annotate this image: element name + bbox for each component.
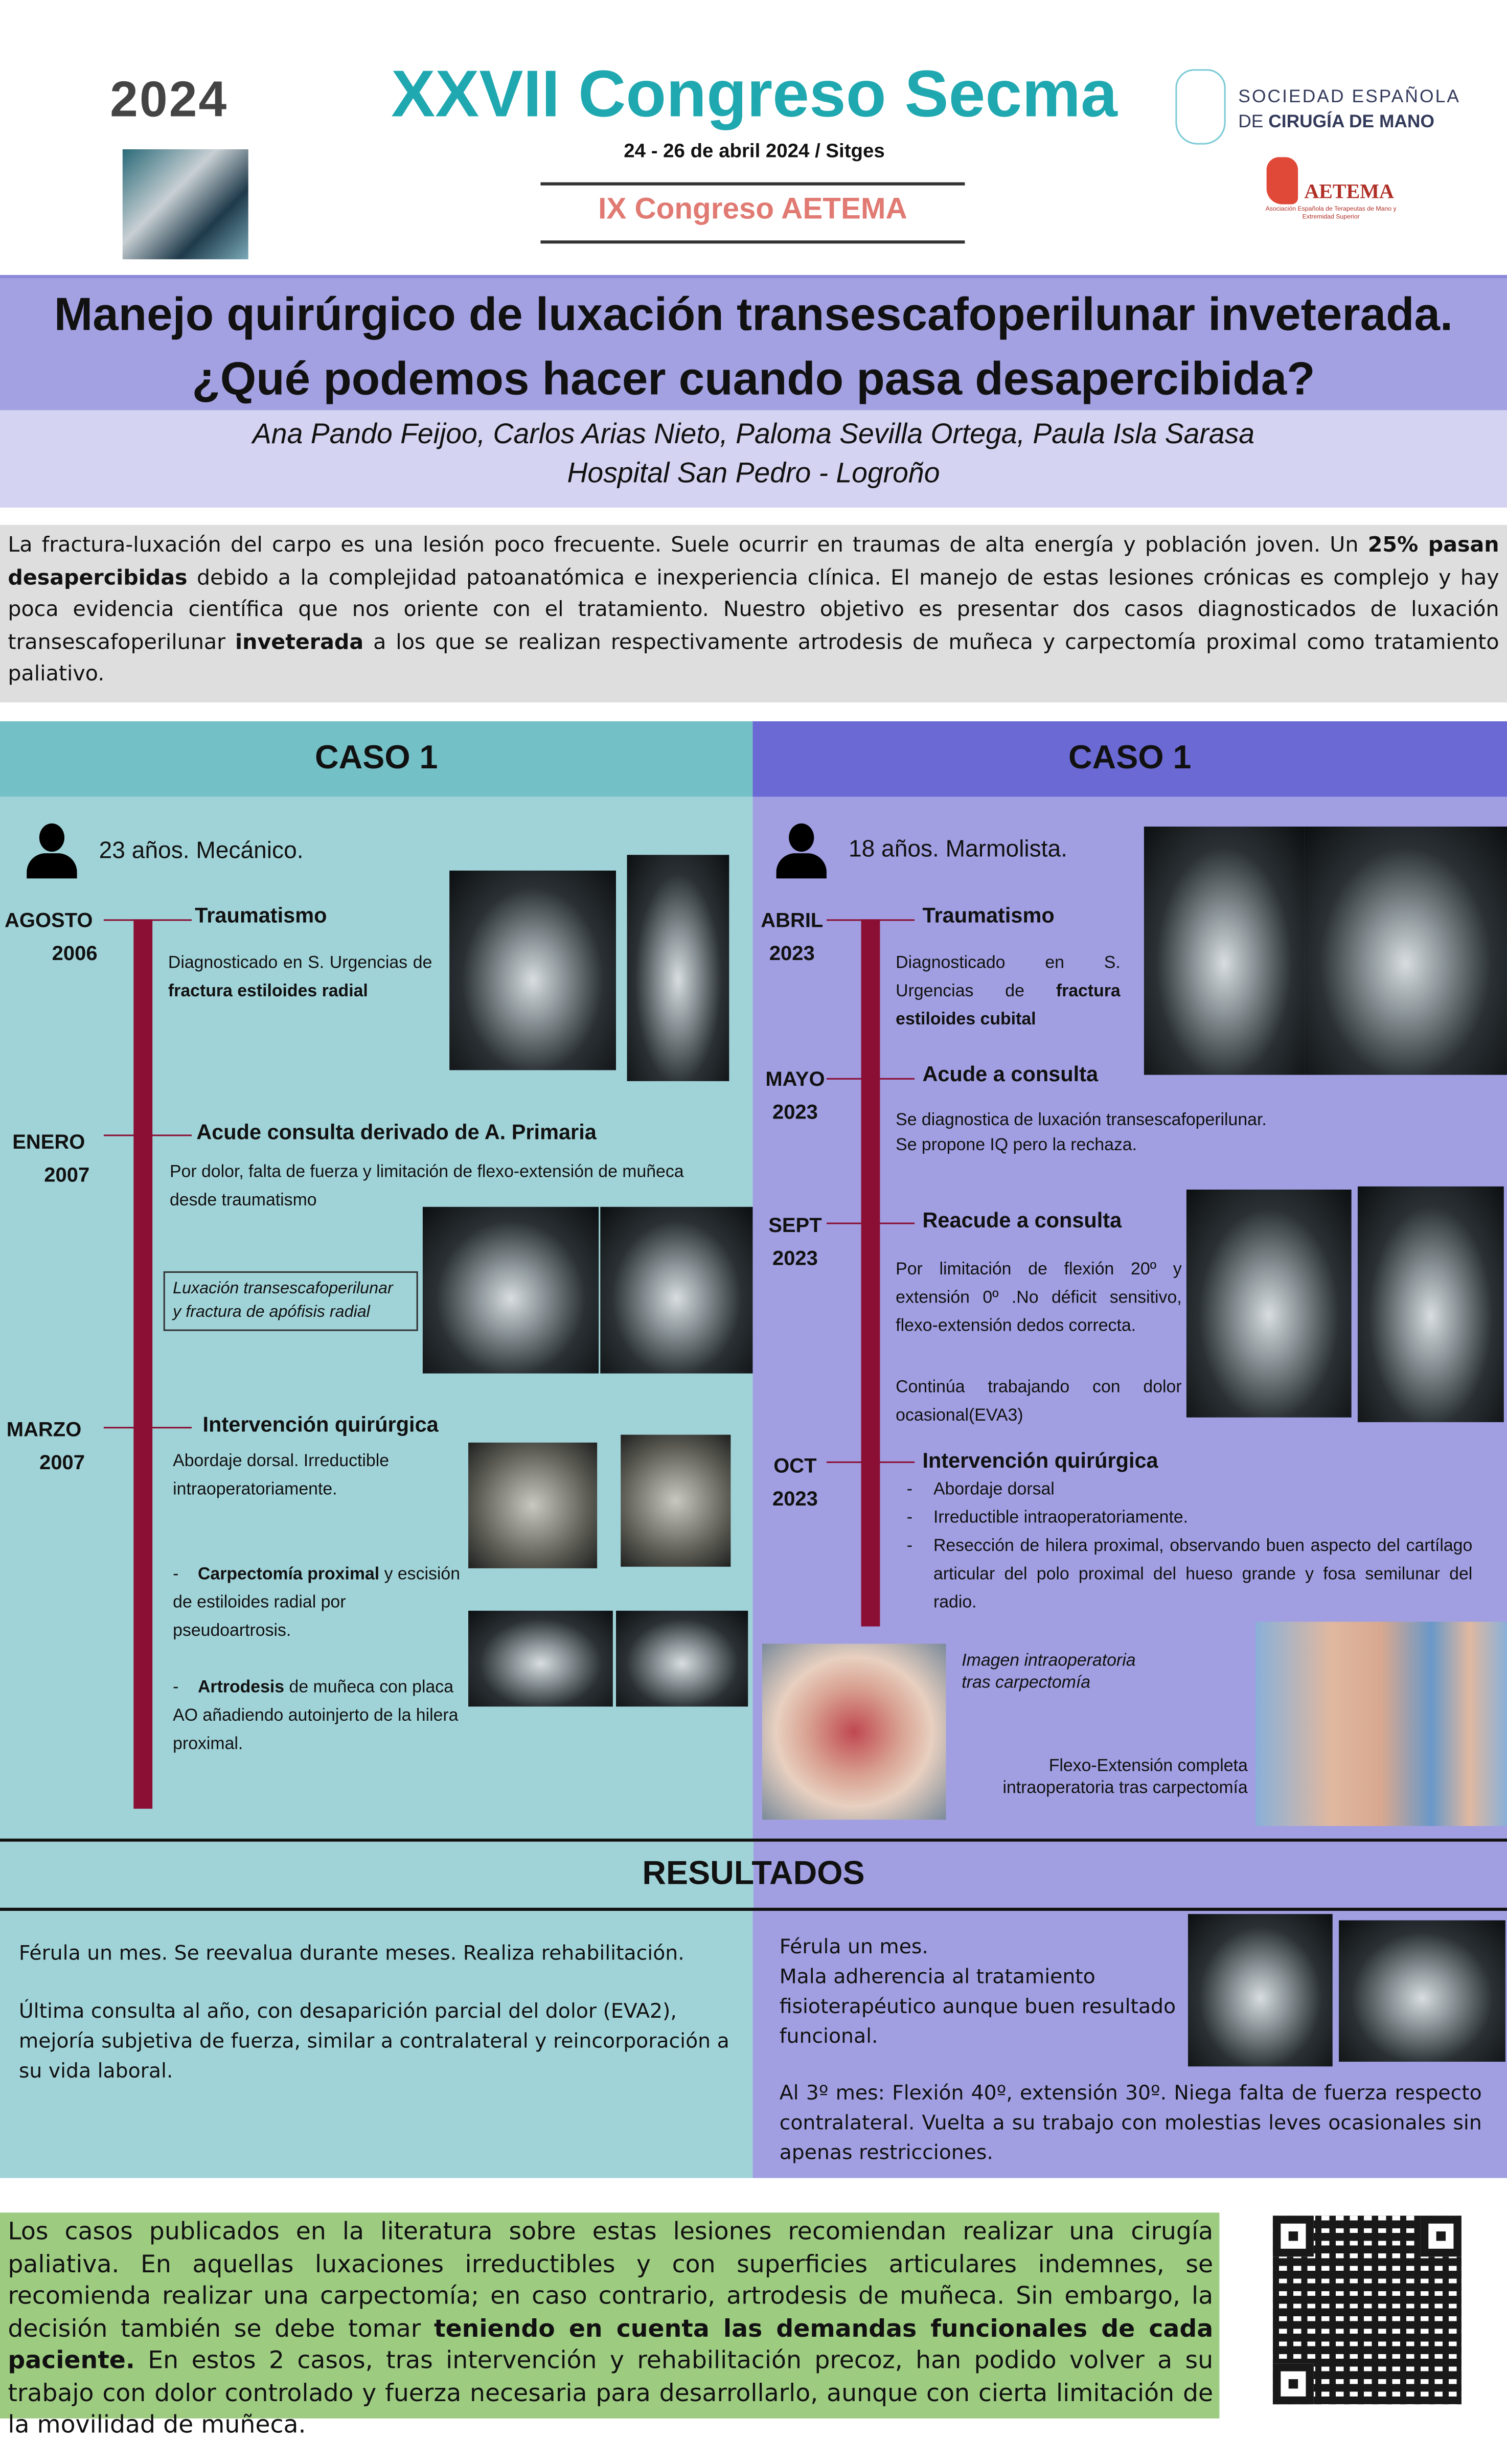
authors-band [0, 410, 1507, 508]
results-left-text: Férula un mes. Se reevalua durante meses… [18, 1942, 729, 2084]
xray-image [422, 1206, 599, 1374]
conclusion-box: Los casos publicados en la literatura so… [0, 2212, 1220, 2439]
fluoroscopy-image [468, 1442, 598, 1568]
xray-image [1357, 1186, 1504, 1422]
xray-image [449, 870, 616, 1070]
case2-event-title: Intervención quirúrgica [922, 1449, 1158, 1473]
case1-patient: 23 años. Mecánico. [99, 837, 304, 864]
xray-image [1144, 826, 1305, 1075]
timeline-tick [826, 1222, 915, 1224]
timeline-tick [826, 1078, 915, 1080]
case2-event-title: Acude a consulta [922, 1062, 1099, 1086]
divider [540, 182, 965, 186]
congress-title: XXVII Congreso Secma [391, 56, 1117, 131]
aetema-hand-icon [1266, 157, 1298, 204]
flexion-extension-photo [1255, 1622, 1507, 1826]
congress-dates: 24 - 26 de abril 2024 / Sitges [624, 140, 885, 162]
case2-patient: 18 años. Marmolista. [848, 836, 1067, 863]
aetema-logo: AETEMA [1304, 179, 1394, 203]
case2-bullet: -Irreductible intraoperatoriamente. [906, 1509, 1189, 1527]
case1-event-title: Intervención quirúrgica [202, 1412, 439, 1436]
patient-icon [776, 823, 827, 879]
case2-header: CASO 1 [752, 721, 1507, 797]
timeline-tick [826, 1461, 915, 1463]
case2-event-text: Por limitación de flexión 20º y extensió… [896, 1260, 1182, 1336]
case2-event-text: Se diagnostica de luxación transescafope… [896, 1111, 1267, 1155]
case1-event-title: Acude consulta derivado de A. Primaria [196, 1120, 597, 1144]
xray-image [616, 1610, 748, 1707]
patient-icon [27, 823, 77, 879]
results-right-text-top: Férula un mes.Mala adherencia al tratami… [779, 1936, 1176, 2049]
sub-congress: IX Congreso AETEMA [598, 193, 907, 226]
case2-timeline [861, 919, 880, 1627]
case2-bullet: -Resección de hilera proximal, observand… [906, 1537, 1473, 1612]
qr-code[interactable] [1272, 2216, 1462, 2405]
title-band [0, 275, 1507, 414]
case1-event-text: Por dolor, falta de fuerza y limitación … [169, 1162, 684, 1210]
secma-logo-text: SOCIEDAD ESPAÑOLA DE CIRUGÍA DE MANO [1238, 88, 1460, 132]
aetema-subtitle: Asociación Española de Terapeutas de Man… [1265, 204, 1397, 220]
timeline-tick [826, 919, 915, 921]
case2-event-text: Continúa trabajando con dolor ocasional(… [896, 1378, 1182, 1426]
congress-2024-logo: 2024 [110, 71, 259, 260]
results-header: RESULTADOS [0, 1841, 1507, 1908]
timeline-tick [103, 1134, 192, 1136]
xray-image [1339, 1920, 1505, 2062]
case1-event-text: Abordaje dorsal. Irreductible intraopera… [173, 1452, 390, 1499]
xray-image [1186, 1190, 1352, 1418]
results-right-text-bottom: Al 3º mes: Flexión 40º, extensión 30º. N… [779, 2082, 1482, 2165]
xray-image [600, 1206, 753, 1374]
case1-item: - Carpectomía proximal y escisión de est… [173, 1565, 461, 1641]
case1-item: - Artrodesis de muñeca con placa AO añad… [173, 1678, 459, 1754]
case2-event-title: Traumatismo [922, 903, 1055, 927]
case1-timeline [133, 919, 153, 1809]
results-line-bottom [0, 1907, 1507, 1911]
xray-image [468, 1610, 613, 1707]
intro-text: La fractura-luxación del carpo es una le… [8, 534, 1499, 687]
xray-image [1188, 1914, 1333, 2067]
case1-header: CASO 1 [0, 721, 753, 797]
results-left-panel [0, 1910, 753, 2178]
fluoroscopy-image [621, 1434, 731, 1567]
intro-band [0, 524, 1507, 703]
case1-event-text: Diagnosticado en S. Urgencias de fractur… [168, 953, 432, 1001]
intraoperative-photo [762, 1644, 946, 1820]
case2-bullet: -Abordaje dorsal [906, 1480, 1055, 1499]
divider [540, 240, 965, 244]
results-line-top [0, 1838, 1507, 1842]
timeline-tick [103, 1427, 192, 1429]
case2-event-text: Diagnosticado en S. Urgencias de fractur… [896, 953, 1121, 1030]
xray-image [627, 855, 729, 1081]
secma-hand-icon [1175, 69, 1226, 145]
case2-event-title: Reacude a consulta [922, 1208, 1122, 1233]
poster-title: Manejo quirúrgico de luxación transescaf… [54, 289, 1453, 406]
timeline-tick [103, 919, 192, 921]
xray-image [1304, 826, 1507, 1075]
authors: Ana Pando Feijoo, Carlos Arias Nieto, Pa… [252, 418, 1255, 489]
case1-event-title: Traumatismo [195, 903, 327, 927]
